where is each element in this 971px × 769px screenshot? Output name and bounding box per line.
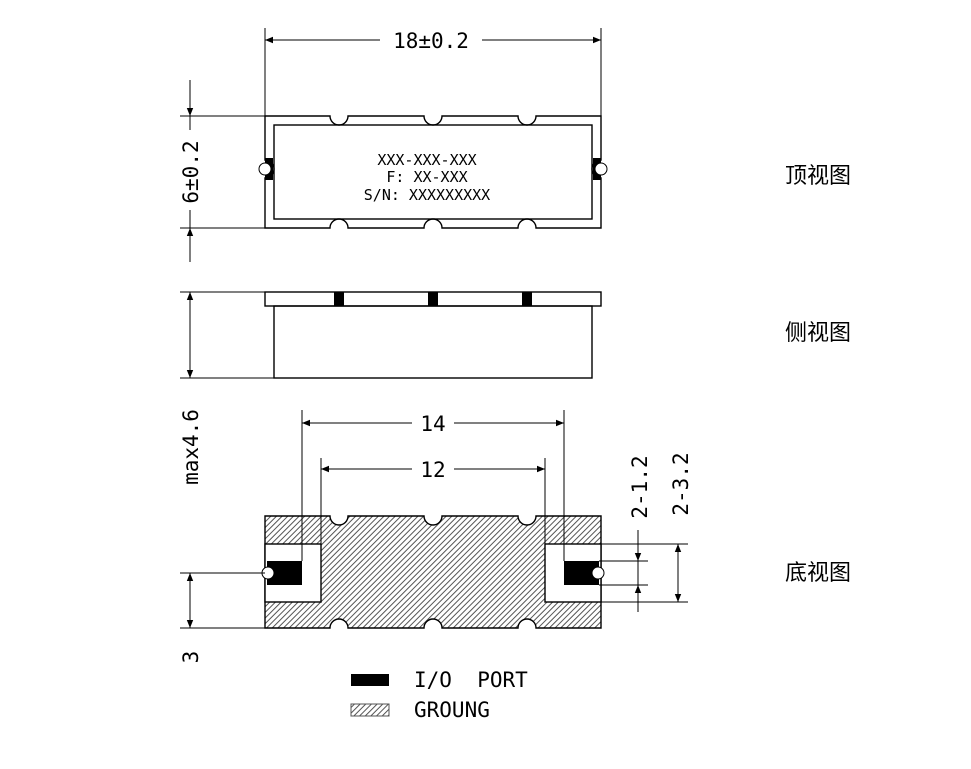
port-offset-dimension-label: 3: [179, 651, 203, 664]
legend-io-port-label: I/O PORT: [414, 668, 528, 692]
side-view-title: 侧视图: [785, 321, 851, 346]
bottom-view: 14 12 2-1.2 2-3.2 3 底视图: [179, 410, 851, 663]
top-view-title: 顶视图: [785, 164, 851, 189]
marking-line1: XXX-XXX-XXX: [377, 151, 476, 169]
legend-ground-label: GROUNG: [414, 698, 490, 722]
length-dimension-label: 18±0.2: [393, 29, 469, 53]
bottom-view-title: 底视图: [785, 561, 851, 586]
marking-line3: S/N: XXXXXXXXX: [364, 186, 490, 204]
port-width-dimension-label: 2-1.2: [628, 455, 652, 518]
top-view-outline: [264, 115, 602, 229]
marking-line2: F: XX-XXX: [386, 168, 467, 186]
legend: I/O PORT GROUNG: [350, 668, 528, 722]
side-view: max4.6 侧视图: [179, 291, 851, 485]
side-view-body: [273, 305, 593, 379]
pitch-inner-dimension-label: 12: [420, 458, 445, 482]
pitch-outer-dimension-label: 14: [420, 412, 445, 436]
top-view-label-area: [273, 124, 593, 220]
side-view-pin-3: [522, 292, 532, 306]
width-dimension-label: 6±0.2: [179, 140, 203, 203]
bottom-view-ground: [264, 515, 602, 629]
pad-width-dimension-label: 2-3.2: [669, 452, 693, 515]
side-view-pin-1: [334, 292, 344, 306]
legend-ground-swatch: [350, 703, 390, 717]
height-dimension-label: max4.6: [179, 409, 203, 485]
side-view-pin-2: [428, 292, 438, 306]
legend-io-port-swatch: [351, 674, 389, 686]
top-view: XXX-XXX-XXX F: XX-XXX S/N: XXXXXXXXX 18±…: [179, 28, 851, 262]
